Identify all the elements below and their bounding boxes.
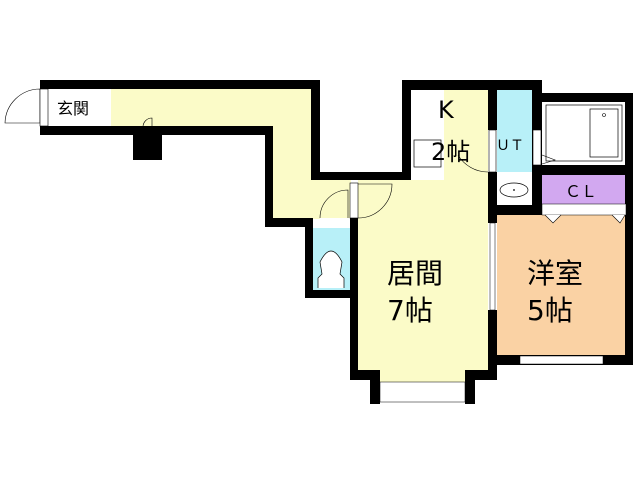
kitchen-label: K — [438, 96, 455, 124]
kitchen-size-label: 2帖 — [431, 138, 470, 166]
toilet-door-swing — [319, 189, 349, 219]
shoe-closet-door — [142, 117, 153, 135]
closet-door-strip — [541, 203, 627, 216]
utility-label: ＵＴ — [496, 138, 524, 154]
western-room-size-label: 5帖 — [527, 294, 573, 327]
bath-door-mark — [541, 154, 556, 165]
front-door-swing — [4, 88, 41, 124]
kitchen-sink-icon — [413, 139, 442, 168]
western-room-window — [519, 355, 604, 365]
utility-door-swing — [457, 154, 489, 173]
western-room-label: 洋室 — [527, 257, 583, 290]
living-side-window — [489, 222, 496, 311]
washbasin-drain — [513, 189, 515, 191]
utility-door-frame — [488, 129, 497, 173]
living-door-swing — [357, 183, 393, 219]
western-room-floor — [497, 215, 625, 356]
toilet-icon — [317, 250, 345, 288]
living-label: 居間 — [387, 257, 443, 290]
kitchen-floor — [444, 90, 488, 182]
living-floor — [358, 180, 488, 372]
living-bay-window — [379, 381, 466, 403]
utility-floor — [497, 90, 532, 172]
toilet-door-frame — [320, 218, 350, 228]
bathtub-drain — [602, 113, 606, 117]
entrance-floor — [48, 89, 111, 126]
bathtub-basin — [589, 108, 619, 158]
entrance-label: 玄関 — [57, 99, 89, 118]
bath-door-frame — [532, 129, 542, 166]
closet-door-marks — [544, 214, 626, 224]
closet-floor — [542, 175, 626, 204]
living-size-label: 7帖 — [387, 294, 433, 327]
closet-label: ＣＬ — [565, 182, 597, 201]
living-door-frame — [349, 182, 359, 219]
front-door-frame — [39, 88, 49, 127]
corridor-floor-lower — [273, 180, 351, 219]
bay-floor — [380, 370, 466, 382]
